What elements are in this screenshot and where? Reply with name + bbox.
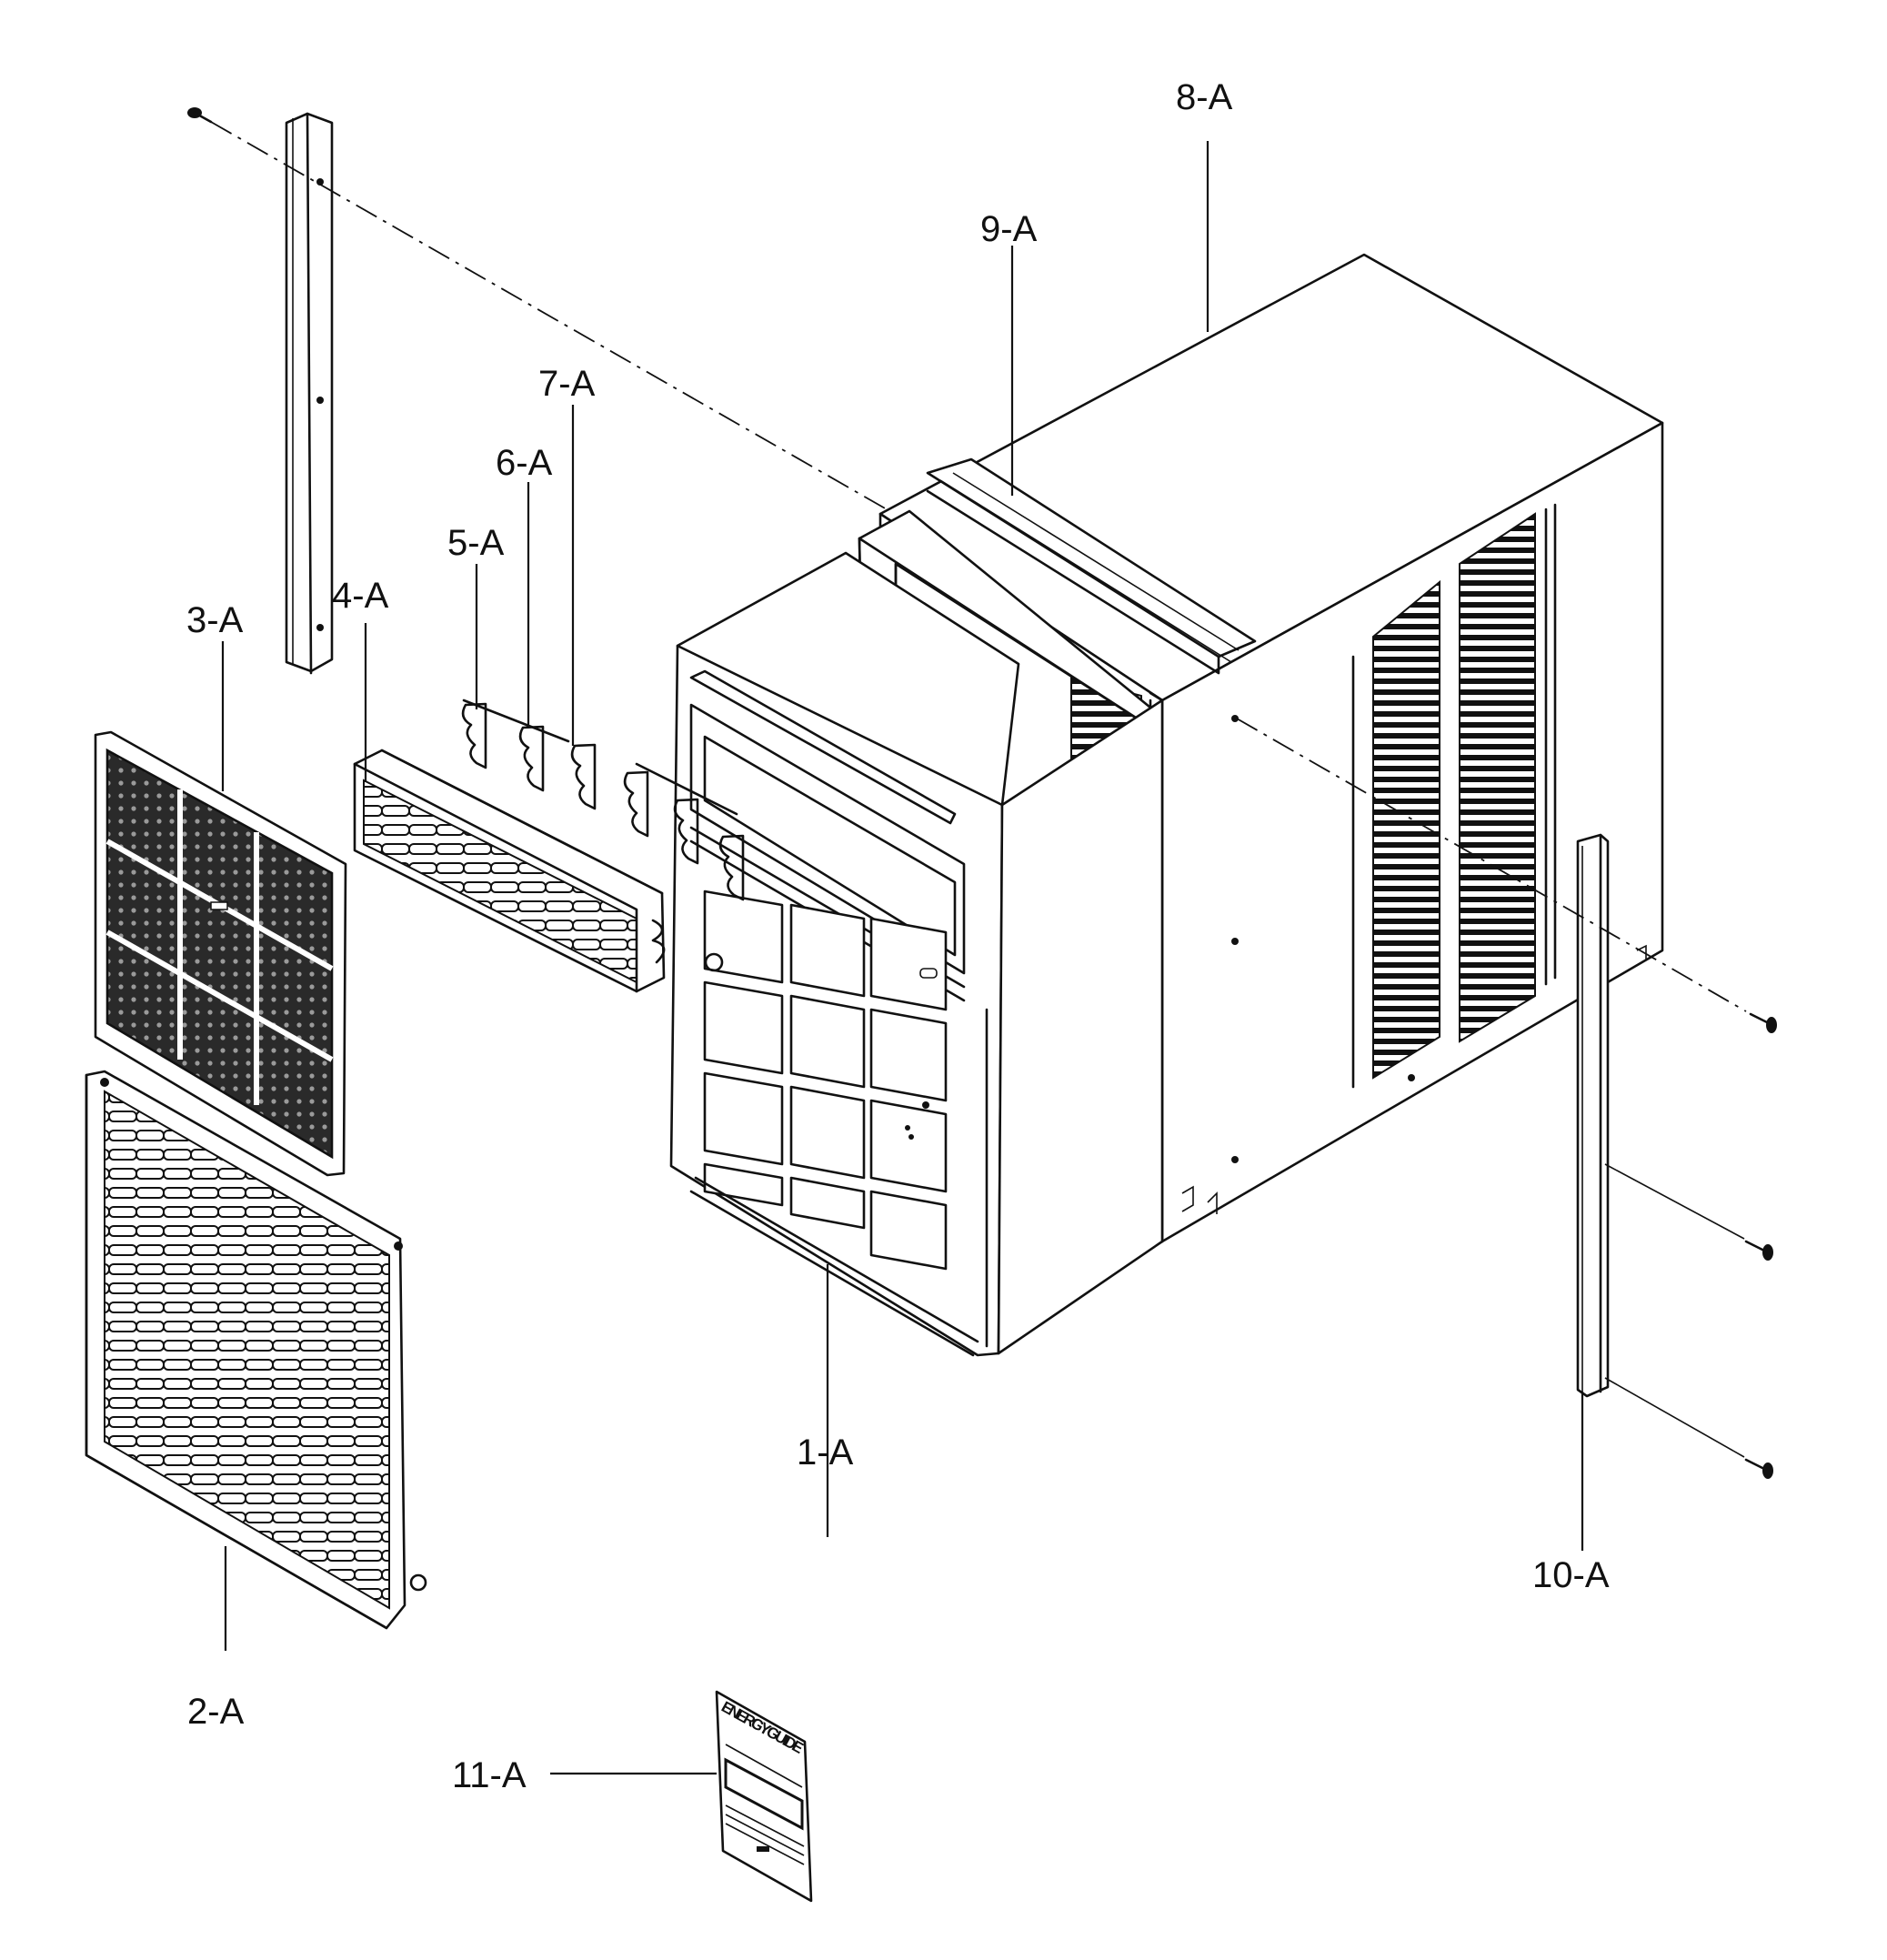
label-2-a: 2-A	[187, 1692, 245, 1732]
louver-clips	[461, 699, 745, 901]
label-3-a: 3-A	[186, 600, 244, 640]
part-labels: 1-A 2-A 3-A 4-A 5-A 6-A 7-A 8-A 9-A 10-A…	[186, 77, 1610, 1795]
label-7-a: 7-A	[538, 364, 596, 404]
label-11-a: 11-A	[452, 1755, 527, 1795]
label-1-a: 1-A	[797, 1432, 854, 1473]
label-5-a: 5-A	[447, 523, 505, 563]
label-8-a: 8-A	[1176, 77, 1233, 117]
louver-assembly	[353, 749, 666, 993]
screws-right	[1744, 1012, 1777, 1479]
energy-guide-label: ENERGYGUIDE	[715, 1690, 813, 1903]
label-10-a: 10-A	[1532, 1555, 1610, 1595]
front-frame	[669, 551, 1164, 1357]
leader-lines	[221, 141, 1584, 1775]
front-grille	[85, 1070, 427, 1630]
frame-grid	[703, 890, 948, 1271]
side-rail	[1576, 833, 1610, 1398]
air-filter	[94, 730, 347, 1177]
screw-top	[187, 107, 213, 124]
label-9-a: 9-A	[980, 209, 1038, 249]
top-mounting-bracket	[187, 107, 334, 675]
assembly-centerlines	[210, 121, 1747, 1458]
label-4-a: 4-A	[332, 576, 389, 616]
label-6-a: 6-A	[496, 443, 553, 483]
